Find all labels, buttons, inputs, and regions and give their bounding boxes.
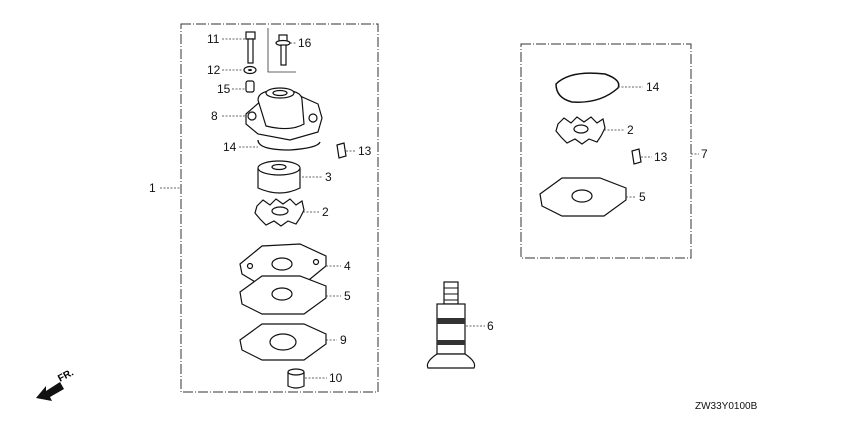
kit-7-frame (520, 43, 692, 259)
front-direction-arrow-icon: FR. (36, 367, 76, 401)
key-13-kit7[interactable] (631, 148, 642, 165)
callout-14-kit7[interactable]: 14 (646, 80, 660, 94)
collar-15[interactable] (245, 80, 255, 93)
callout-5[interactable]: 5 (344, 289, 351, 303)
callout-13-kit7[interactable]: 13 (654, 150, 668, 164)
front-direction-label: FR. (56, 367, 76, 384)
drive-shaft-housing-6[interactable] (426, 281, 476, 369)
gasket-9[interactable] (239, 323, 327, 361)
callout-15[interactable]: 15 (217, 82, 231, 96)
callout-2[interactable]: 2 (322, 205, 329, 219)
callout-1[interactable]: 1 (149, 181, 156, 195)
callout-2-kit7[interactable]: 2 (627, 123, 634, 137)
callout-9[interactable]: 9 (340, 333, 347, 347)
wear-plate-5-kit7[interactable] (539, 177, 627, 217)
callout-7[interactable]: 7 (701, 147, 708, 161)
impeller-2-kit7[interactable] (555, 116, 606, 145)
callout-11[interactable]: 11 (207, 32, 220, 46)
gasket-ring-14[interactable] (257, 139, 321, 151)
callout-16[interactable]: 16 (298, 36, 312, 50)
callout-12[interactable]: 12 (207, 63, 221, 77)
callout-5-kit7[interactable]: 5 (639, 190, 646, 204)
flange-bolt-16[interactable] (275, 34, 291, 66)
grommet-10[interactable] (287, 368, 305, 389)
callout-6[interactable]: 6 (487, 319, 494, 333)
callout-10[interactable]: 10 (329, 371, 343, 385)
callout-4[interactable]: 4 (344, 259, 351, 273)
impeller-2[interactable] (254, 198, 305, 227)
key-13[interactable] (336, 142, 347, 159)
wear-plate-5[interactable] (239, 275, 327, 315)
pump-housing-8[interactable] (245, 87, 323, 141)
callout-13[interactable]: 13 (358, 144, 372, 158)
bracket-16 (267, 28, 296, 73)
callout-3[interactable]: 3 (325, 170, 332, 184)
diagram-code: ZW33Y0100B (695, 401, 758, 412)
gasket-ring-14-kit7[interactable] (555, 72, 620, 103)
bolt-11[interactable] (245, 31, 256, 64)
impeller-housing-insert-3[interactable] (257, 160, 301, 194)
kit-1-frame (180, 23, 379, 393)
callout-8[interactable]: 8 (211, 109, 218, 123)
callout-14[interactable]: 14 (223, 140, 237, 154)
